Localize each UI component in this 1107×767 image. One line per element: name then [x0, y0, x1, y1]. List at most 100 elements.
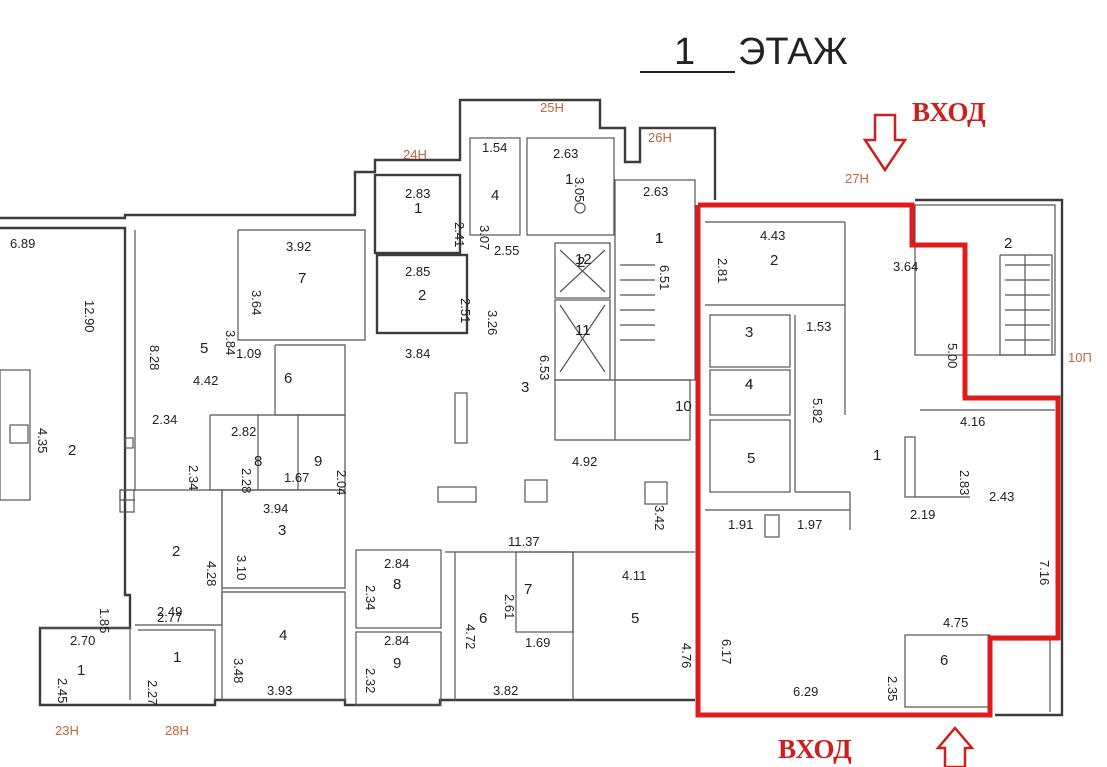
dimension-label: 2.55 — [494, 243, 519, 258]
dimension-label: 1.53 — [806, 319, 831, 334]
room-number: 10 — [675, 398, 692, 415]
unit-interior-walls — [705, 221, 1055, 708]
dimension-label: 6.17 — [719, 639, 734, 664]
dimension-label: 4.35 — [35, 428, 50, 453]
dimension-label: 6.29 — [793, 684, 818, 699]
dimension-label: 4.92 — [572, 454, 597, 469]
dimension-label: 3.26 — [485, 310, 500, 335]
exit-label-10p: 10П — [1068, 350, 1092, 365]
room-number: 1 — [655, 230, 663, 247]
dimension-label: 3.05 — [572, 177, 587, 202]
dimension-label: 2.84 — [384, 556, 409, 571]
room-number: 5 — [631, 610, 639, 627]
dimension-label: 8.28 — [147, 345, 162, 370]
dimension-label: 4.42 — [193, 373, 218, 388]
dimension-label: 6.51 — [657, 265, 672, 290]
dimension-label: 1.67 — [284, 470, 309, 485]
dimension-label: 3.42 — [652, 505, 667, 530]
room-number: 2 — [172, 543, 180, 560]
room-number: 4 — [745, 376, 753, 393]
room-number: 6 — [940, 652, 948, 669]
dimension-label: 2.81 — [715, 258, 730, 283]
dimension-label: 3.64 — [249, 290, 264, 315]
room-number: 2 — [68, 442, 76, 459]
dimension-label: 2.49 — [157, 604, 182, 619]
room-number: 3 — [278, 522, 286, 539]
room-number: 1 — [873, 447, 881, 464]
dimension-label: 2.77 — [157, 610, 182, 625]
dimension-label: 2.41 — [452, 222, 467, 247]
room-number: 3 — [521, 379, 529, 396]
dimension-label: 2.82 — [231, 424, 256, 439]
dimension-label: 5.82 — [810, 398, 825, 423]
room-number: 1 — [414, 200, 422, 217]
dimension-label: 4.76 — [679, 643, 694, 668]
room-number: 2 — [770, 252, 778, 269]
room-number: 1 — [77, 662, 85, 679]
title-number: 1 — [674, 31, 695, 73]
dimension-label: 2.83 — [405, 186, 430, 201]
room-number: 4 — [279, 627, 287, 644]
highlighted-unit-outline — [695, 202, 1061, 718]
dimension-label: 3.94 — [263, 501, 288, 516]
dimension-label: 2.61 — [502, 594, 517, 619]
room-number: 5 — [200, 340, 208, 357]
dimension-label: 12.90 — [82, 300, 97, 333]
room-number: 1 — [565, 171, 573, 188]
dimension-label: 7.16 — [1037, 560, 1052, 585]
dimension-label: 3.84 — [405, 346, 430, 361]
room-number: 12 — [575, 251, 592, 268]
dimension-label: 6.89 — [10, 236, 35, 251]
exit-label-26n: 26Н — [648, 130, 672, 145]
room-number: 2 — [418, 287, 426, 304]
dimension-label: 2.34 — [363, 585, 378, 610]
dimension-label: 2.45 — [55, 678, 70, 703]
dimension-label: 2.63 — [643, 184, 668, 199]
dimension-label: 1.91 — [728, 517, 753, 532]
dimension-label: 4.72 — [463, 624, 478, 649]
room-number: 1 — [655, 230, 663, 247]
dimension-label: 3.10 — [234, 555, 249, 580]
dimension-label: 2.85 — [405, 264, 430, 279]
room-number: 1 — [173, 649, 181, 666]
exit-label-25n: 25Н — [540, 100, 564, 115]
dimension-label: 3.48 — [231, 658, 246, 683]
top-entry-arrow — [862, 113, 908, 173]
room-number: 7 — [524, 581, 532, 598]
exit-label-24n: 24Н — [403, 147, 427, 162]
dimension-label: 2.84 — [384, 633, 409, 648]
room-number: 8 — [393, 576, 401, 593]
dimension-label: 3.64 — [893, 259, 918, 274]
dimension-label: 1.54 — [482, 140, 507, 155]
exit-label-28n: 28Н — [165, 723, 189, 738]
dimension-label: 2.32 — [363, 668, 378, 693]
dimension-label: 4.75 — [943, 615, 968, 630]
dimension-label: 2.35 — [885, 676, 900, 701]
dimension-label: 2.43 — [989, 489, 1014, 504]
dimension-label: 4.11 — [622, 568, 646, 583]
room-number: 8 — [254, 453, 262, 470]
room-number: 11 — [575, 322, 591, 339]
room-number: 4 — [491, 187, 499, 204]
room-number: 6 — [284, 370, 292, 387]
dimension-label: 4.16 — [960, 414, 985, 429]
entry-label-top: ВХОД — [912, 97, 986, 127]
dimension-label: 11.37 — [508, 534, 540, 549]
room-number: 9 — [314, 453, 322, 470]
exit-label-27n: 27Н — [845, 171, 869, 186]
building-walls — [0, 98, 1064, 717]
dimension-label: 3.92 — [286, 239, 311, 254]
dimension-label: 2.28 — [239, 468, 254, 493]
dimension-label: 3.07 — [477, 225, 492, 250]
bottom-entry-arrow — [935, 726, 975, 767]
room-number: 3 — [745, 324, 753, 341]
title-word: ЭТАЖ — [738, 31, 848, 73]
dimension-label: 2.83 — [957, 470, 972, 495]
dimension-label: 1.85 — [97, 608, 112, 633]
dimension-label: 3.82 — [493, 683, 518, 698]
dimension-label: 1.97 — [797, 517, 822, 532]
room-number: 4 — [745, 376, 753, 393]
dimension-label: 2.63 — [553, 146, 578, 161]
